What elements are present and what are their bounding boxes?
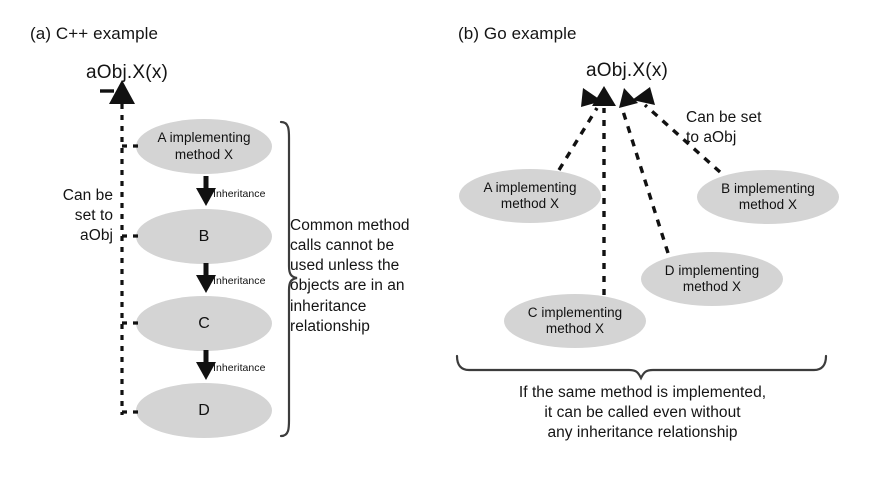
- panel-a-side-note: Can be set to aObj: [62, 187, 113, 245]
- panel-a-edge-label-1: Inheritance: [213, 188, 266, 200]
- panel-b-node-c-label: C implementing method X: [527, 304, 623, 336]
- panel-a-node-a-label: A implementing method X: [157, 130, 251, 162]
- panel-b-dash-from-d: [620, 107, 670, 254]
- panel-a-node-a: A implementing method X: [136, 119, 272, 174]
- panel-a-node-b: B: [136, 209, 272, 264]
- panel-a-edge-label-2: Inheritance: [213, 275, 266, 287]
- panel-a-node-d: D: [136, 383, 272, 438]
- panel-a-bracket-note: Common method calls cannot be used unles…: [290, 217, 410, 335]
- panel-a-node-c: C: [136, 296, 272, 351]
- panel-b-node-d-label: D implementing method X: [664, 262, 760, 294]
- panel-b-node-a: A implementing method X: [459, 169, 601, 223]
- panel-a-node-b-label: B: [198, 227, 210, 245]
- panel-b-arrowhead-2: [592, 86, 616, 106]
- panel-a-node-c-label: C: [198, 314, 210, 332]
- panel-a-node-d-label: D: [198, 401, 210, 419]
- panel-b-side-note: Can be set to aObj: [686, 109, 762, 147]
- panel-a-dashed-return-path: [100, 80, 141, 415]
- panel-b-call-label: aObj.X(x): [586, 60, 669, 81]
- panel-b-node-c: C implementing method X: [504, 294, 646, 348]
- panel-a-edge-label-3: Inheritance: [213, 362, 266, 374]
- panel-b-arrowhead-1: [581, 88, 602, 107]
- panel-b-bracket-note: If the same method is implemented, it ca…: [518, 384, 767, 442]
- panel-b-arrowhead-3: [619, 88, 638, 108]
- panel-b-node-d: D implementing method X: [641, 252, 783, 306]
- panel-b-dash-from-a: [557, 107, 599, 171]
- panel-b-node-b-label: B implementing method X: [721, 180, 815, 212]
- panel-b-title: (b) Go example: [458, 24, 577, 43]
- panel-b-node-b: B implementing method X: [697, 170, 839, 224]
- panel-a-title: (a) C++ example: [30, 24, 159, 43]
- panel-a-call-label: aObj.X(x): [86, 62, 169, 83]
- panel-b-node-a-label: A implementing method X: [483, 179, 577, 211]
- panel-b-bottom-brace: [455, 354, 828, 381]
- panel-b-arrowhead-4: [632, 87, 655, 105]
